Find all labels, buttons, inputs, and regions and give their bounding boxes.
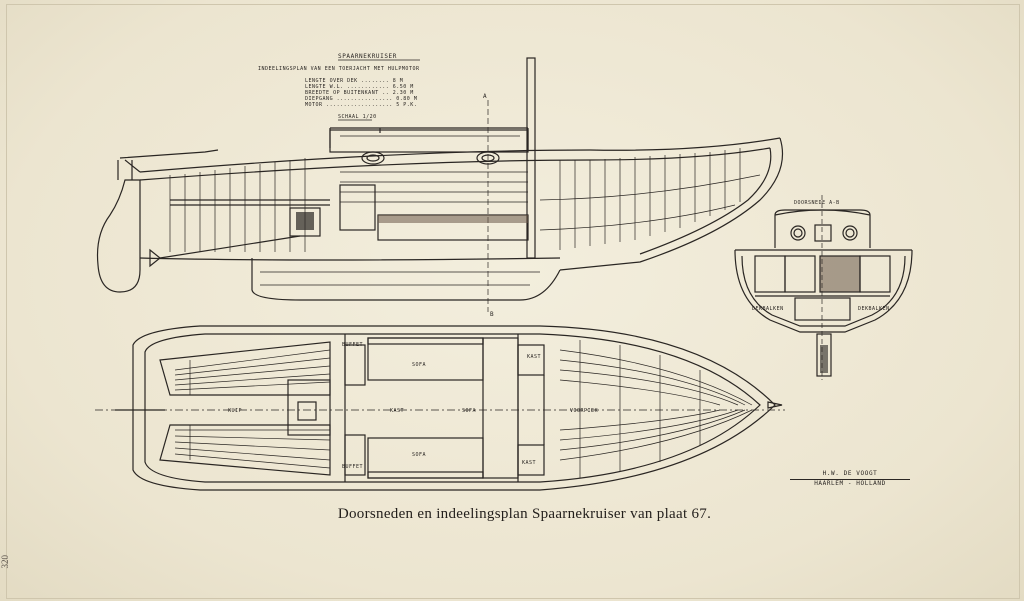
rudder <box>96 179 141 293</box>
tiller <box>119 149 219 173</box>
bow-fitting <box>767 401 783 409</box>
buffet-bottom <box>344 434 366 476</box>
label-sofa-mid: SOFA <box>462 408 476 414</box>
label-voorpiek: VOORPIEK <box>570 408 598 414</box>
deck-plan: KUIP SOFA SOFA KAST SOFA BUFFET BUFFET <box>95 325 785 491</box>
page-number: 320 <box>0 555 10 569</box>
porthole-1 <box>361 151 385 165</box>
section-marker-a: A <box>483 93 487 100</box>
cross-section-hull <box>734 249 913 333</box>
porthole-2 <box>476 151 500 165</box>
bow-stem <box>559 137 784 271</box>
kast-bottom <box>517 444 545 476</box>
keel <box>251 258 561 301</box>
cockpit-grating <box>159 341 331 476</box>
label-kast-top: KAST <box>527 354 541 360</box>
stamp-line-2: HAARLEM - HOLLAND <box>814 480 886 487</box>
cross-section-keel <box>816 333 832 377</box>
stamp-line-1: H.W. DE VOOGT <box>790 470 910 480</box>
label-buffet-bottom: BUFFET <box>342 464 363 470</box>
title-block: SPAARNEKRUISER INDEELINGSPLAN VAN EEN TO… <box>258 53 420 121</box>
scale-label: SCHAAL 1/20 <box>338 114 377 120</box>
cross-section-porthole-right <box>842 225 858 241</box>
title-block-subtitle: INDEELINGSPLAN VAN EEN TOERJACHT MET HUL… <box>258 66 420 72</box>
label-kast-bottom: KAST <box>522 460 536 466</box>
spec-line-4: DIEPGANG ................ 0.80 M <box>305 96 417 102</box>
section-marker-b: B <box>490 311 494 318</box>
section-label-left: DEKBALKEN <box>752 306 784 312</box>
buffet-top <box>344 344 366 386</box>
hull-outline-top <box>132 325 776 491</box>
engine-box <box>287 379 331 436</box>
label-kast-mid: KAST <box>390 408 404 414</box>
title-block-title: SPAARNEKRUISER <box>338 53 397 60</box>
forepeak-planking <box>559 340 753 478</box>
side-elevation: A B <box>96 57 784 318</box>
sheet-border <box>6 4 1020 599</box>
label-kuip: KUIP <box>228 408 242 414</box>
spec-line-1: LENGTE OVER DEK ........ 8 M <box>305 78 403 84</box>
section-label-right: DEKBALKEN <box>858 306 890 312</box>
section-title: DOORSNEDE A-B <box>794 200 840 206</box>
kast-top <box>517 344 545 376</box>
label-sofa-bottom: SOFA <box>412 452 426 458</box>
designer-stamp: H.W. DE VOOGT HAARLEM - HOLLAND <box>790 470 910 488</box>
spec-line-2: LENGTE W.L. ............ 6.50 M <box>305 84 414 90</box>
label-buffet-top: BUFFET <box>342 342 363 348</box>
spec-line-3: BREEDTE OP BUITENKANT .. 2.30 M <box>305 90 414 96</box>
cross-section-porthole-left <box>790 225 806 241</box>
spec-line-5: MOTOR ................... 5 P.K. <box>305 102 417 108</box>
cabin-roof <box>329 127 529 150</box>
propeller-shaft <box>159 235 301 259</box>
engine <box>289 207 321 237</box>
label-sofa-top: SOFA <box>412 362 426 368</box>
sheer-line <box>139 137 781 173</box>
cross-section-ab: DOORSNEDE A-B DEKBALKEN DEKBALKEN <box>734 195 913 380</box>
figure-caption: Doorsneden en indeelingsplan Spaarnekrui… <box>337 506 712 522</box>
